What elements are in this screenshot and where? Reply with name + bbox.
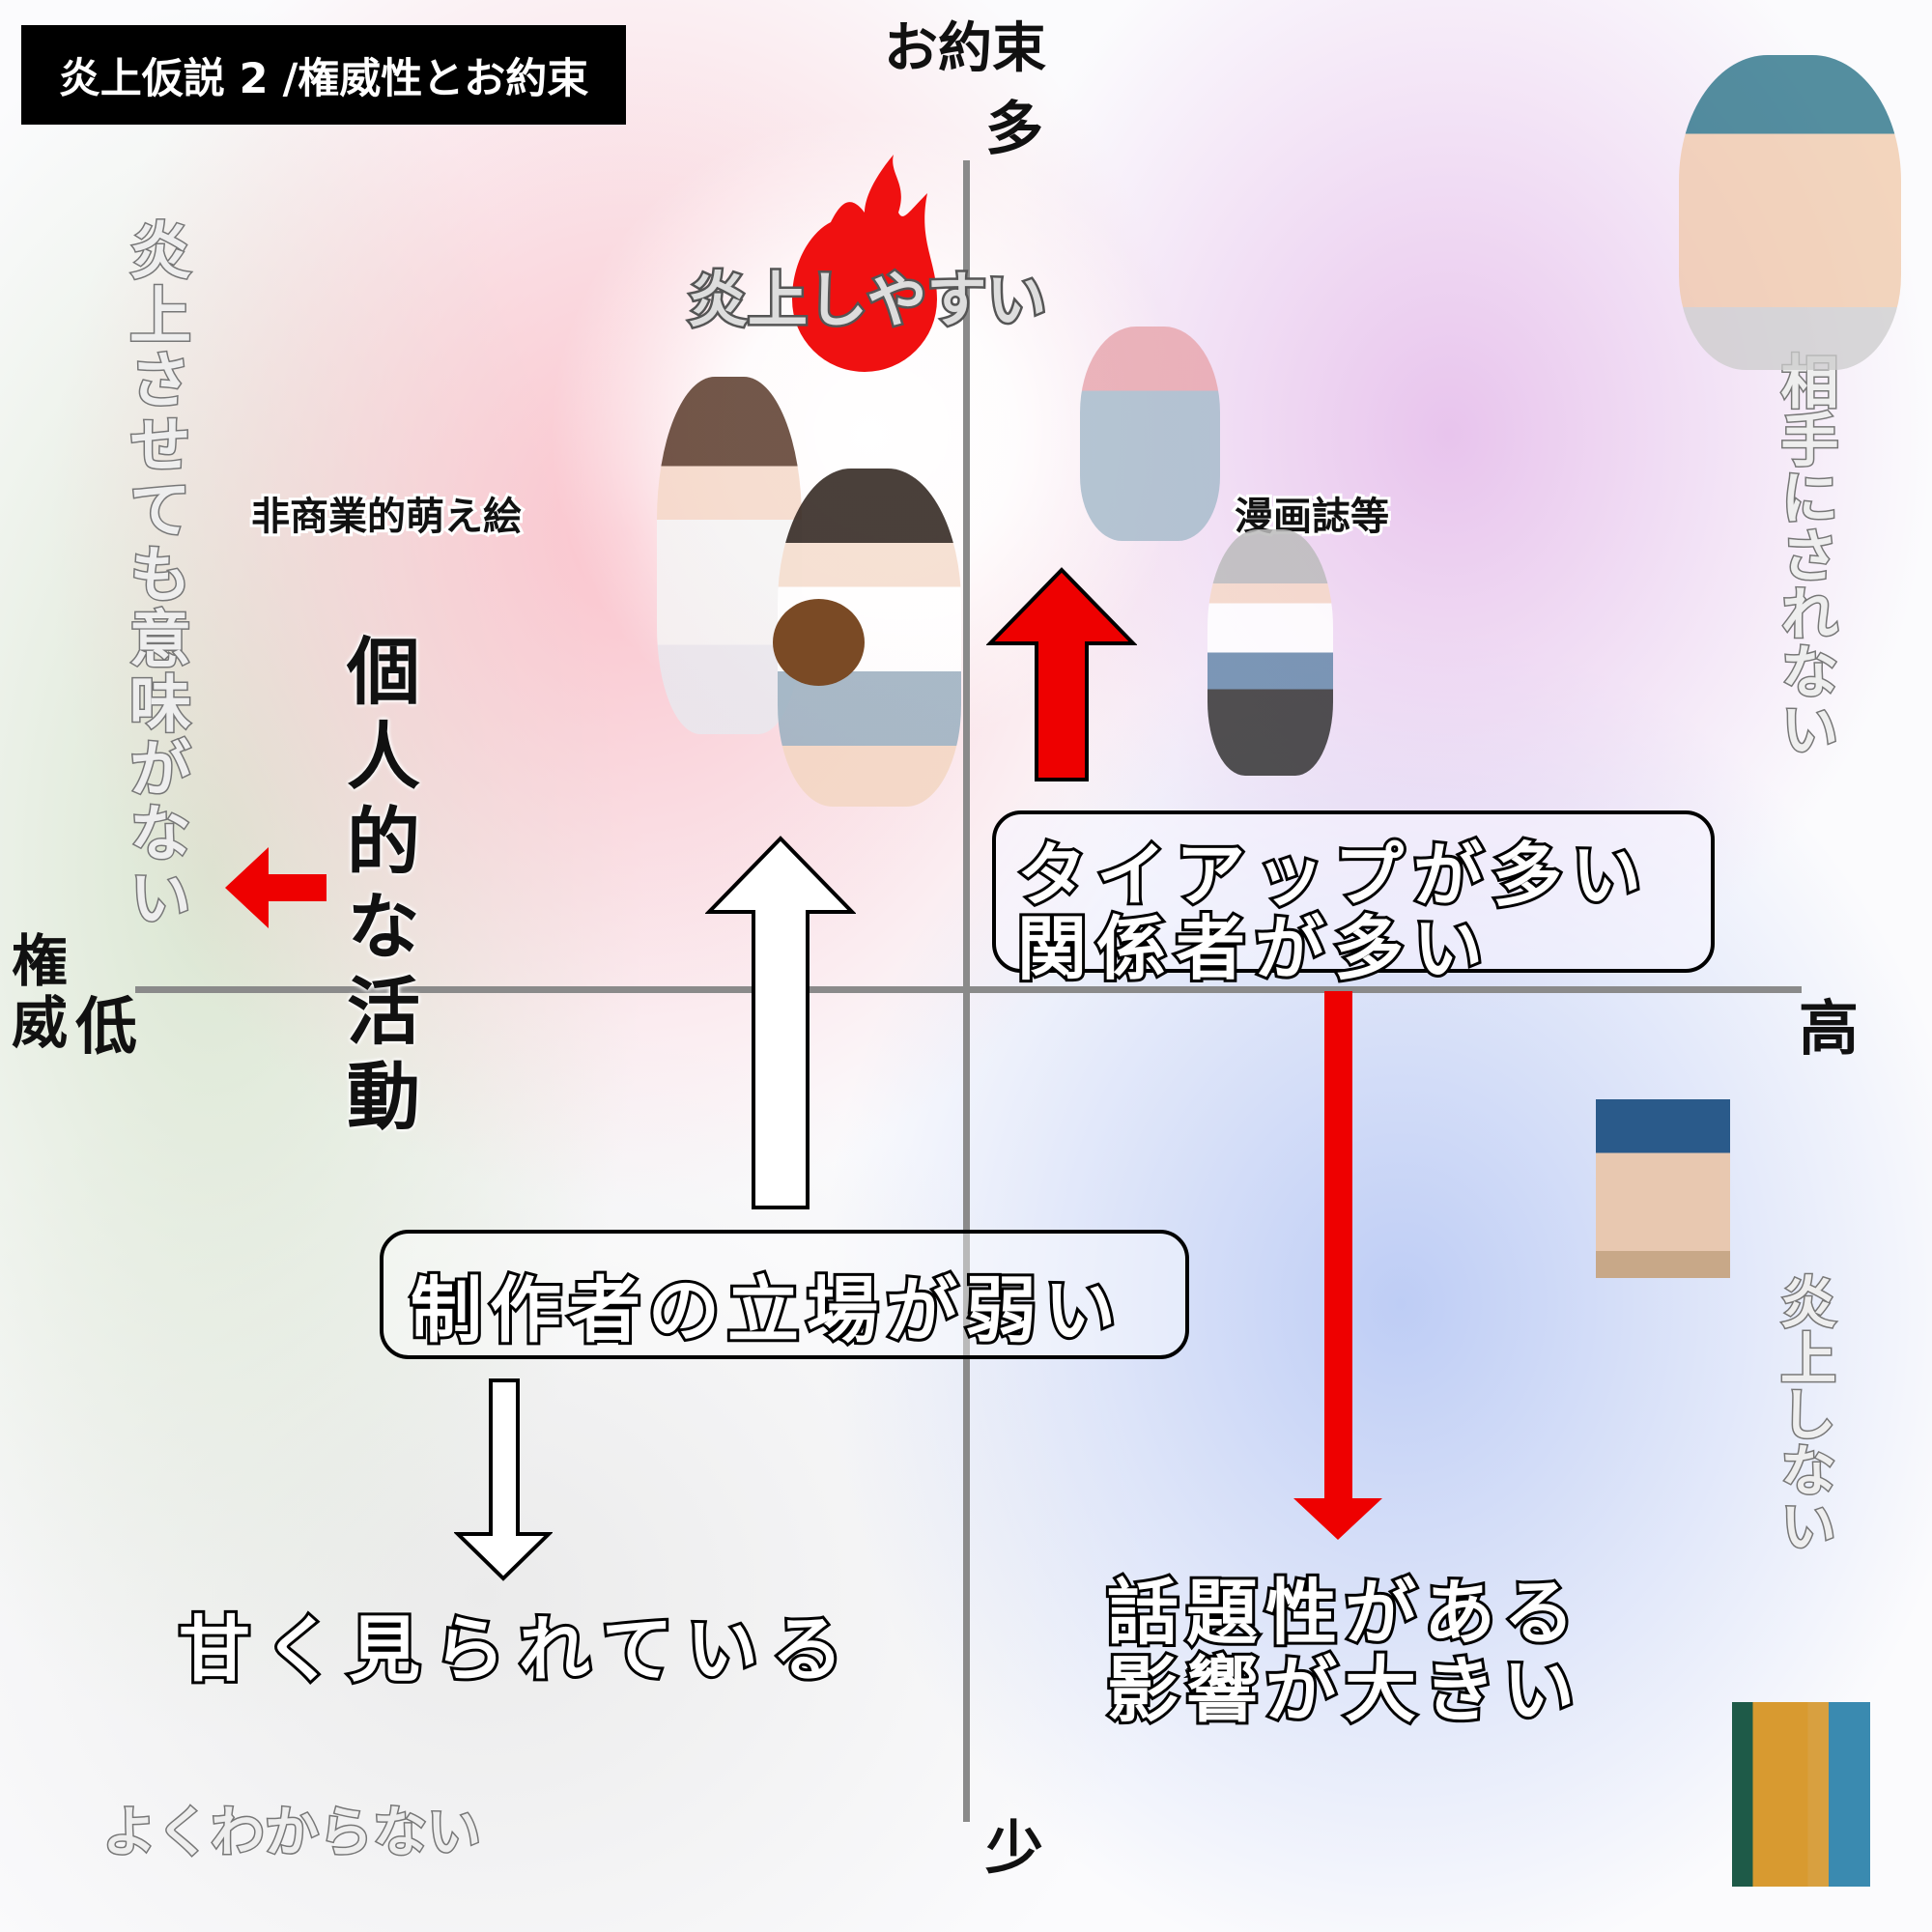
- label-big-influence: 影響が大きい: [1104, 1646, 1582, 1735]
- character-image-uzaki: [1208, 529, 1333, 776]
- x-axis-low: 低: [75, 991, 137, 1064]
- red-left-arrow: [225, 847, 327, 928]
- y-axis-low: 少: [985, 1815, 1043, 1883]
- label-flame-prone: 炎上しやすい: [685, 263, 1048, 338]
- label-unclear: よくわからない: [101, 1801, 483, 1866]
- x-axis-title-2: 威: [12, 990, 69, 1056]
- white-down-arrow: [454, 1378, 553, 1581]
- label-weak-creator: 制作者の立場が弱い: [408, 1266, 1123, 1355]
- label-many-tieups: タイアップが多い: [1014, 832, 1652, 919]
- character-image-pink-hair: [1080, 327, 1220, 541]
- label-many-stakeholders: 関係者が多い: [1014, 905, 1493, 992]
- x-axis-title-1: 権: [12, 928, 69, 994]
- figure-image-lum: [1679, 55, 1901, 370]
- label-non-commercial-moe: 非商業的萌え絵: [248, 492, 525, 542]
- horizontal-axis: [135, 986, 1802, 993]
- side-label-ignored: 相手にされない: [1770, 351, 1840, 759]
- label-personal-activity: 個人的な活動: [334, 633, 420, 1143]
- tieup-box: タイアップが多い 関係者が多い: [992, 810, 1715, 992]
- label-topical: 話題性がある: [1104, 1569, 1582, 1658]
- y-axis-high: 多: [985, 96, 1043, 163]
- red-down-arrow: [1293, 991, 1382, 1540]
- side-label-no-flame: 炎上しない: [1770, 1272, 1838, 1555]
- x-axis-high: 高: [1799, 993, 1860, 1064]
- white-up-arrow: [705, 836, 856, 1209]
- painting-image-seaside: [1596, 1099, 1730, 1278]
- weak-creator-box: 制作者の立場が弱い: [380, 1230, 1189, 1359]
- wooden-tub-image: [773, 599, 865, 686]
- title-banner: 炎上仮説 2 /権威性とお約束: [21, 25, 626, 125]
- fire-icon: [792, 155, 937, 372]
- y-axis-title: お約束: [884, 16, 1046, 80]
- painting-image-gauguin: [1732, 1702, 1870, 1887]
- label-looked-down-on: 甘く見られている: [176, 1605, 857, 1694]
- red-up-arrow: [986, 567, 1137, 781]
- side-label-pointless: 炎上させても意味がない: [118, 217, 192, 932]
